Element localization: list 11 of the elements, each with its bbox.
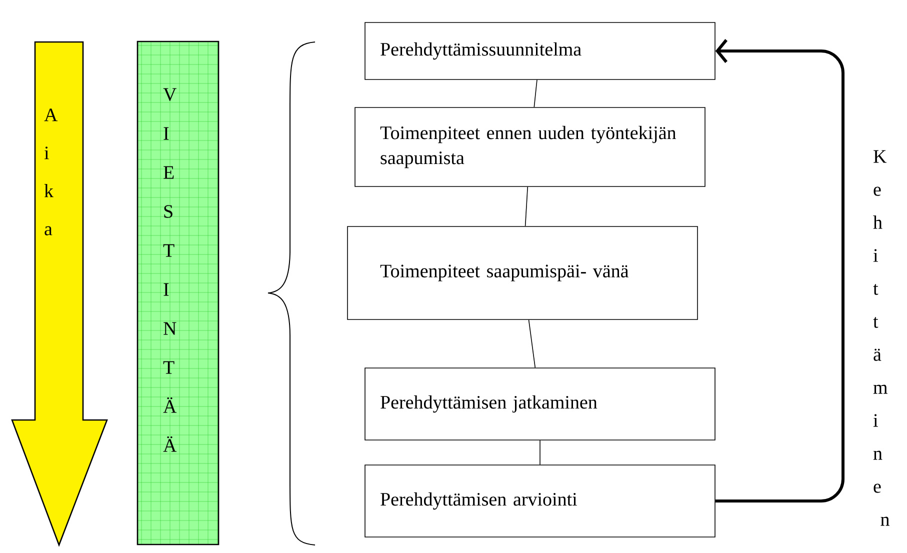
- connector-line: [528, 320, 536, 368]
- connector-line: [524, 186, 528, 226]
- communication-bar: VIESTINTÄÄ: [136, 40, 220, 546]
- feedback-arrow: [715, 39, 844, 502]
- process-box: Perehdyttämisen jatkaminen: [364, 368, 716, 440]
- process-box: Perehdyttämissuunnitelma: [364, 22, 716, 80]
- process-box: Toimenpiteet saapumispäi- vänä: [347, 226, 698, 320]
- process-box: Perehdyttämisen arviointi: [364, 464, 716, 538]
- edge-label: Kehittäminen: [873, 150, 890, 526]
- connector-line: [534, 79, 538, 108]
- process-box: Toimenpiteet ennen uuden työntekijän saapumista: [354, 107, 706, 187]
